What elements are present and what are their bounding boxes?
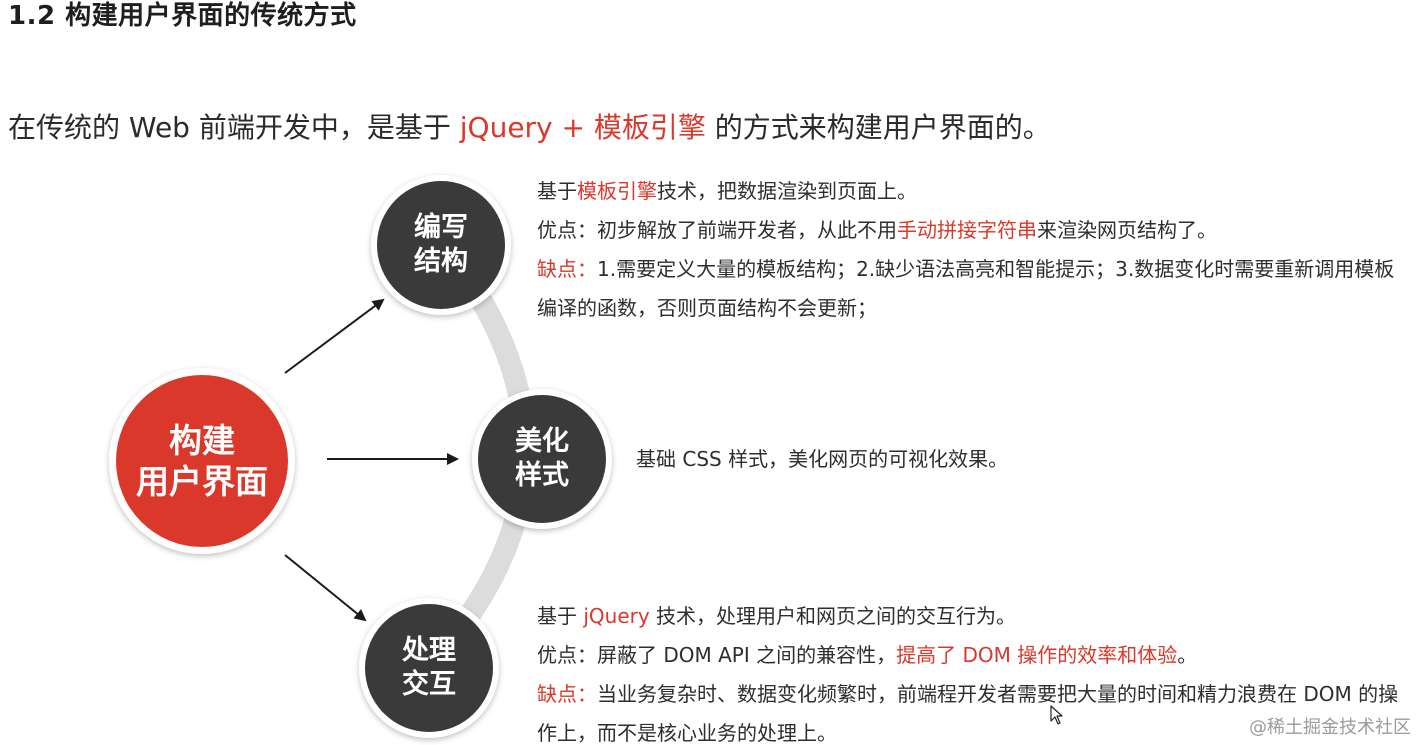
interaction-cons-text: 当业务复杂时、数据变化频繁时，前端程开发者需要把大量的时间和精力浪费在 DOM … [537, 682, 1399, 745]
interaction-cons: 缺点：当业务复杂时、数据变化频繁时，前端程开发者需要把大量的时间和精力浪费在 D… [537, 675, 1410, 745]
structure-line-1: 基于模板引擎技术，把数据渲染到页面上。 [537, 172, 1407, 211]
arrow-to-structure [284, 298, 385, 374]
style-line: 基础 CSS 样式，美化网页的可视化效果。 [636, 447, 1009, 471]
style-node-label: 美化 样式 [515, 426, 569, 491]
interaction-line-1: 基于 jQuery 技术，处理用户和网页之间的交互行为。 [537, 597, 1410, 636]
structure-pros-suffix: 来渲染网页结构了。 [1037, 218, 1217, 242]
structure-pros-label: 优点： [537, 218, 597, 242]
structure-line-1-suffix: 技术，把数据渲染到页面上。 [657, 179, 917, 203]
structure-line-1-highlight: 模板引擎 [577, 179, 657, 203]
structure-cons-label: 缺点： [537, 257, 597, 281]
arrow-to-interaction [284, 554, 367, 622]
structure-pros-highlight: 手动拼接字符串 [897, 218, 1037, 242]
interaction-cons-label: 缺点： [537, 682, 597, 706]
structure-description: 基于模板引擎技术，把数据渲染到页面上。 优点：初步解放了前端开发者，从此不用手动… [537, 172, 1407, 328]
structure-cons-text: 1.需要定义大量的模板结构；2.缺少语法高亮和智能提示；3.数据变化时需要重新调… [537, 257, 1395, 320]
interaction-description: 基于 jQuery 技术，处理用户和网页之间的交互行为。 优点：屏蔽了 DOM … [537, 597, 1410, 745]
structure-line-1-prefix: 基于 [537, 179, 577, 203]
intro-highlight: jQuery + 模板引擎 [459, 111, 706, 144]
center-node-label: 构建 用户界面 [136, 420, 268, 501]
interaction-pros-highlight: 提高了 DOM 操作的效率和体验 [896, 643, 1178, 667]
mouse-cursor-icon [1050, 705, 1063, 725]
interaction-line-1-suffix: 技术，处理用户和网页之间的交互行为。 [649, 604, 1017, 628]
intro-suffix: 的方式来构建用户界面的。 [705, 111, 1051, 144]
structure-pros: 优点：初步解放了前端开发者，从此不用手动拼接字符串来渲染网页结构了。 [537, 211, 1407, 250]
intro-prefix: 在传统的 Web 前端开发中，是基于 [8, 111, 460, 144]
interaction-pros: 优点：屏蔽了 DOM API 之间的兼容性，提高了 DOM 操作的效率和体验。 [537, 636, 1410, 675]
interaction-pros-text: 屏蔽了 DOM API 之间的兼容性， [597, 643, 897, 667]
structure-node-label: 编写 结构 [414, 212, 468, 277]
interaction-node-label: 处理 交互 [402, 635, 456, 700]
structure-cons: 缺点：1.需要定义大量的模板结构；2.缺少语法高亮和智能提示；3.数据变化时需要… [537, 250, 1407, 328]
structure-pros-text: 初步解放了前端开发者，从此不用 [597, 218, 897, 242]
interaction-line-1-prefix: 基于 [537, 604, 584, 628]
interaction-pros-suffix: 。 [1177, 643, 1198, 667]
watermark: @稀土掘金技术社区 [1249, 717, 1411, 738]
style-description: 基础 CSS 样式，美化网页的可视化效果。 [636, 440, 1008, 479]
section-heading: 1.2 构建用户界面的传统方式 [8, 1, 357, 31]
interaction-pros-label: 优点： [537, 643, 597, 667]
interaction-line-1-highlight: jQuery [583, 604, 650, 628]
intro-paragraph: 在传统的 Web 前端开发中，是基于 jQuery + 模板引擎 的方式来构建用… [8, 108, 1051, 148]
